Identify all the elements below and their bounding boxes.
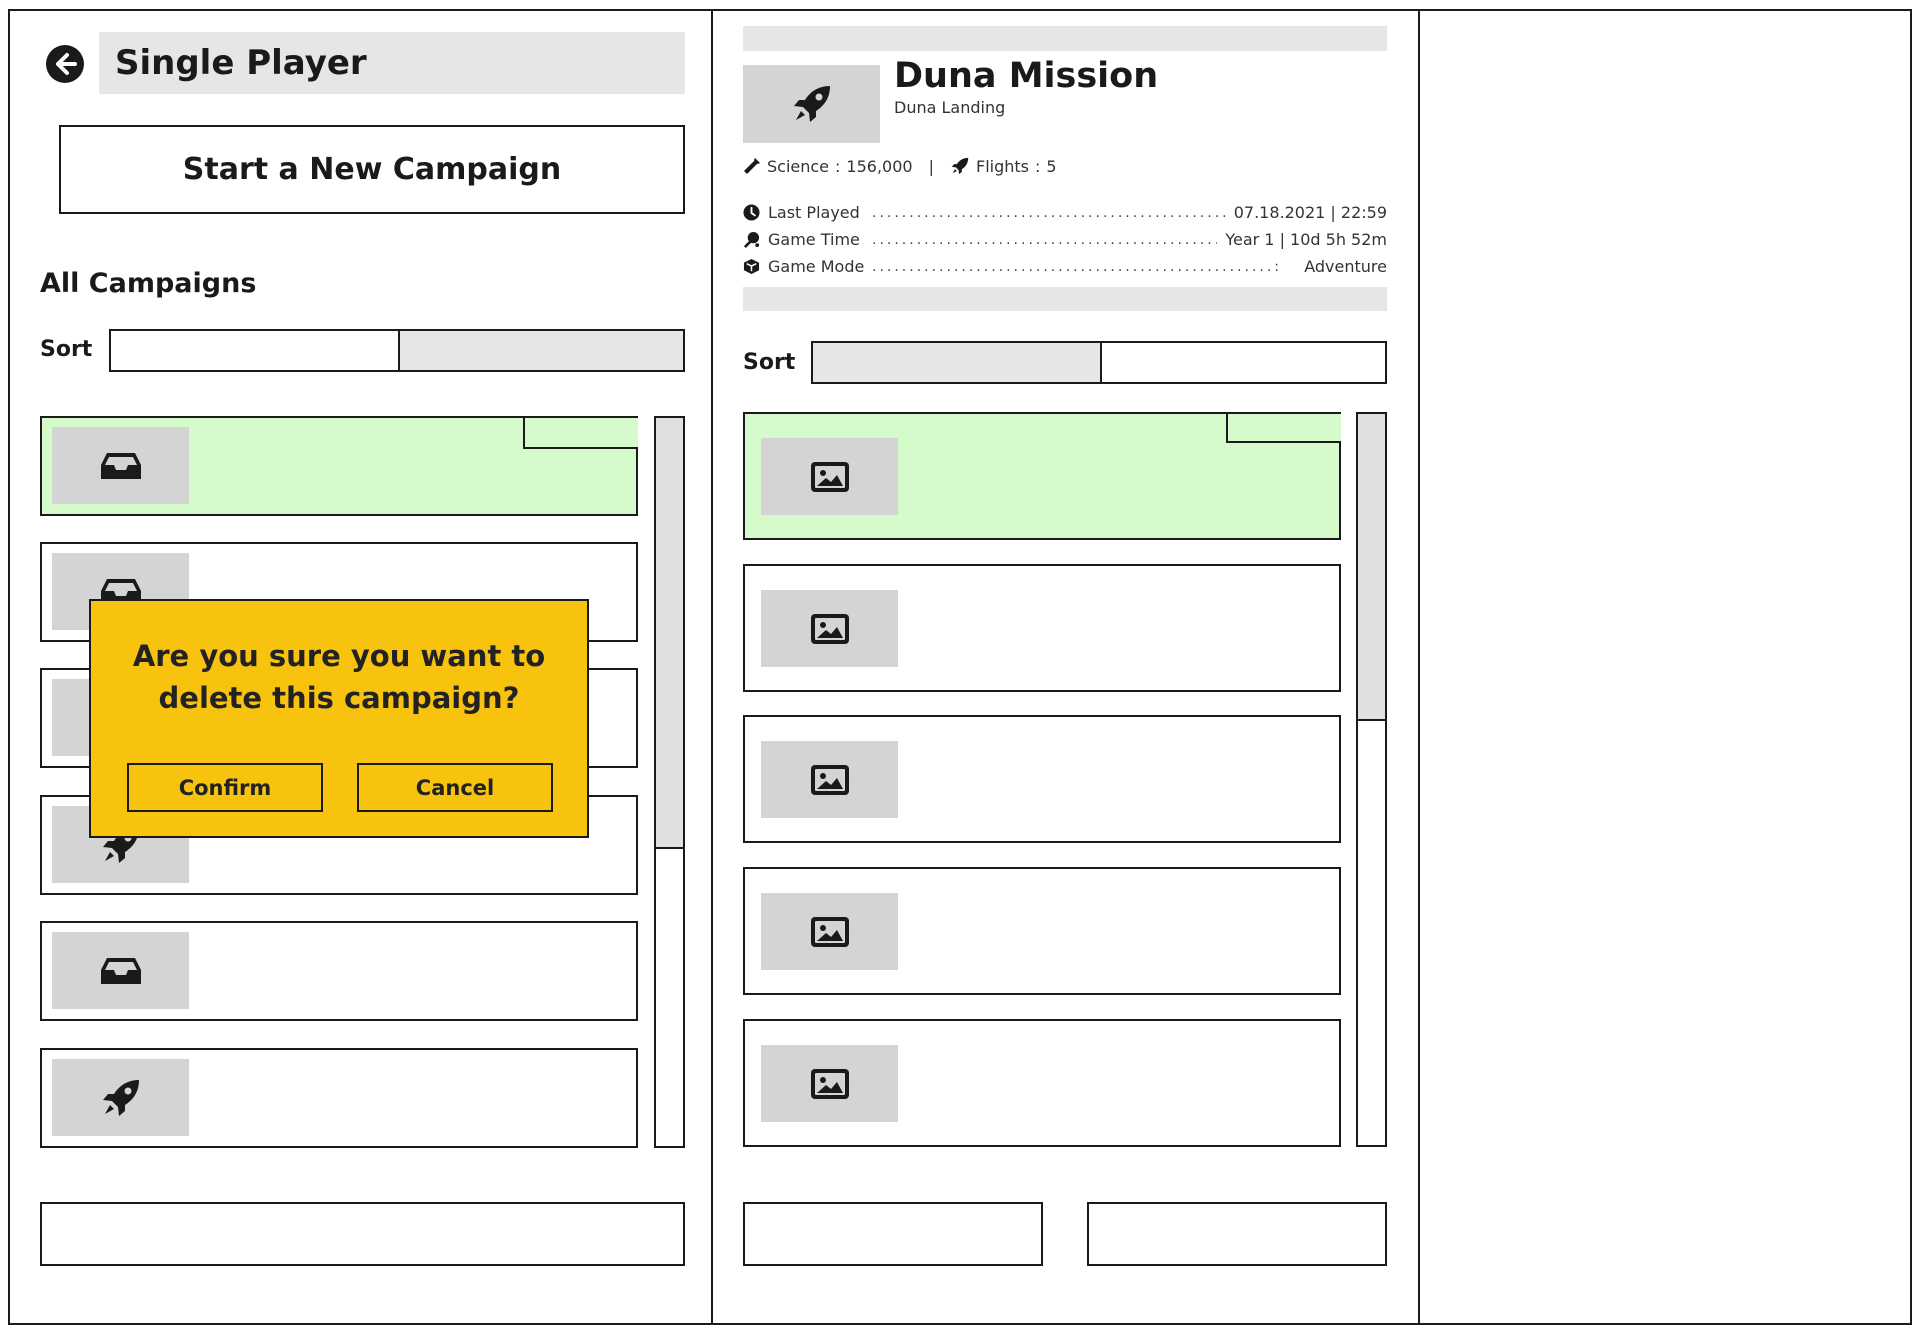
sort-option-b[interactable] bbox=[1102, 343, 1385, 382]
mid-footer-button-right[interactable] bbox=[1087, 1202, 1387, 1266]
column-divider-right bbox=[1418, 9, 1420, 1325]
image-icon bbox=[810, 1068, 849, 1099]
flights-colon: : bbox=[1034, 156, 1041, 176]
mission-title: Duna Mission bbox=[894, 56, 1159, 96]
save-item[interactable] bbox=[743, 1019, 1341, 1147]
save-thumbnail bbox=[761, 438, 898, 515]
detail-row: Last Played ............................… bbox=[743, 199, 1387, 226]
inbox-icon bbox=[100, 578, 141, 605]
campaign-list-scrollbar[interactable] bbox=[654, 416, 685, 1148]
inbox-icon bbox=[100, 452, 141, 479]
science-colon: : bbox=[835, 156, 841, 176]
column-divider-left bbox=[711, 9, 713, 1325]
detail-value: 07.18.2021 | 22:59 bbox=[1233, 203, 1387, 222]
rocket-icon bbox=[102, 1079, 139, 1116]
sort-option-a[interactable] bbox=[813, 343, 1102, 382]
save-thumbnail bbox=[761, 590, 898, 667]
leader-dots: ........................................… bbox=[872, 258, 1283, 275]
science-value: 156,000 bbox=[846, 156, 913, 176]
image-icon bbox=[810, 916, 849, 947]
cancel-button[interactable]: Cancel bbox=[357, 763, 553, 812]
all-campaigns-heading: All Campaigns bbox=[40, 268, 257, 299]
save-item-selected[interactable] bbox=[743, 412, 1341, 540]
detail-label: Last Played bbox=[768, 203, 860, 222]
leader-dots: ........................................… bbox=[872, 204, 1226, 221]
confirm-button[interactable]: Confirm bbox=[127, 763, 323, 812]
campaign-item-tag bbox=[523, 418, 638, 449]
sort-label: Sort bbox=[40, 337, 93, 362]
rocket-icon bbox=[951, 157, 969, 175]
mid-footer-button-left[interactable] bbox=[743, 1202, 1043, 1266]
inbox-icon bbox=[100, 957, 141, 984]
dialog-question-line1: Are you sure you want to bbox=[132, 639, 546, 673]
sort-option-a[interactable] bbox=[111, 331, 400, 370]
campaign-item[interactable] bbox=[40, 1048, 638, 1148]
mission-details: Last Played ............................… bbox=[743, 199, 1387, 280]
save-item[interactable] bbox=[743, 564, 1341, 692]
save-item[interactable] bbox=[743, 867, 1341, 995]
campaign-thumbnail bbox=[52, 1059, 189, 1136]
mission-stats: Science : 156,000 | Flights : 5 bbox=[743, 156, 1057, 176]
right-empty-panel bbox=[1420, 11, 1910, 1323]
mission-subtitle: Duna Landing bbox=[894, 98, 1006, 117]
left-footer-button[interactable] bbox=[40, 1202, 685, 1266]
save-list-scrollbar[interactable] bbox=[1356, 412, 1387, 1147]
image-icon bbox=[810, 764, 849, 795]
scrollbar-thumb[interactable] bbox=[1358, 414, 1385, 721]
scrollbar-thumb[interactable] bbox=[656, 418, 683, 849]
detail-label: Game Time bbox=[768, 230, 860, 249]
detail-value: Adventure bbox=[1304, 257, 1387, 276]
app-frame bbox=[8, 9, 1912, 1325]
clock-icon bbox=[743, 204, 760, 221]
detail-label: Game Mode bbox=[768, 257, 865, 276]
flights-value: 5 bbox=[1046, 156, 1057, 176]
start-new-campaign-button[interactable]: Start a New Campaign bbox=[59, 125, 685, 214]
delete-confirm-dialog: Are you sure you want to delete this cam… bbox=[89, 599, 589, 838]
save-thumbnail bbox=[761, 741, 898, 818]
back-arrow-icon[interactable] bbox=[45, 44, 85, 84]
top-placeholder-bar bbox=[743, 26, 1387, 51]
campaign-thumbnail bbox=[52, 427, 189, 504]
cube-icon bbox=[743, 258, 760, 275]
science-icon bbox=[744, 158, 760, 174]
save-item-tag bbox=[1226, 414, 1341, 443]
mission-thumbnail bbox=[743, 65, 880, 143]
image-icon bbox=[810, 613, 849, 644]
detail-row: Game Time ..............................… bbox=[743, 226, 1387, 253]
sort-toggle bbox=[811, 341, 1387, 384]
dialog-question: Are you sure you want to delete this cam… bbox=[91, 635, 587, 719]
game-time-icon bbox=[743, 231, 760, 248]
sort-label: Sort bbox=[743, 350, 796, 375]
science-label: Science bbox=[767, 156, 830, 176]
stat-separator: | bbox=[928, 156, 934, 176]
flights-label: Flights bbox=[975, 156, 1029, 176]
page-title: Single Player bbox=[99, 32, 685, 94]
sort-toggle bbox=[109, 329, 685, 372]
save-thumbnail bbox=[761, 893, 898, 970]
detail-value: Year 1 | 10d 5h 52m bbox=[1225, 230, 1387, 249]
leader-dots: ........................................… bbox=[872, 231, 1217, 248]
save-item[interactable] bbox=[743, 715, 1341, 843]
campaign-item[interactable] bbox=[40, 921, 638, 1021]
campaign-item-selected[interactable] bbox=[40, 416, 638, 516]
save-thumbnail bbox=[761, 1045, 898, 1122]
dialog-question-line2: delete this campaign? bbox=[158, 681, 520, 715]
image-icon bbox=[810, 461, 849, 492]
mid-placeholder-bar bbox=[743, 287, 1387, 311]
rocket-icon bbox=[793, 86, 830, 122]
sort-option-b[interactable] bbox=[400, 331, 683, 370]
detail-row: Game Mode ..............................… bbox=[743, 253, 1387, 280]
campaign-thumbnail bbox=[52, 932, 189, 1009]
